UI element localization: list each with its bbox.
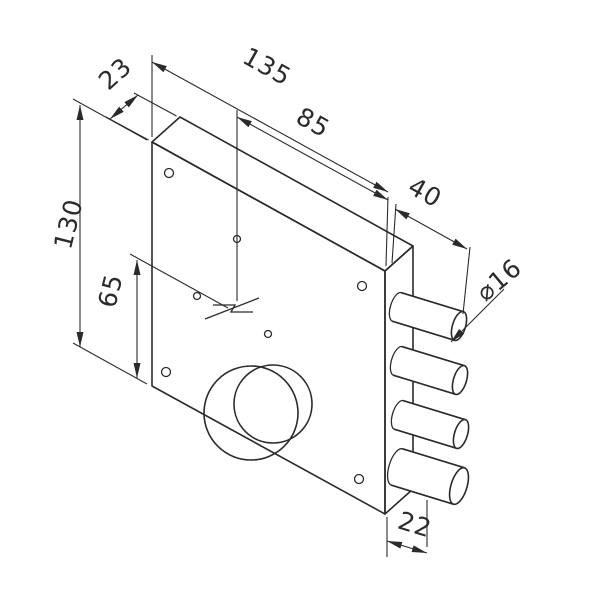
dim-line: [109, 94, 139, 120]
deadbolt-pins: [386, 291, 470, 506]
screw-holes: [160, 167, 368, 485]
ext-line: [133, 92, 177, 117]
keyhole-diagonal: [204, 297, 260, 320]
pin-4-top-edge: [401, 447, 466, 469]
leader-line: [450, 288, 505, 343]
deadbolt-pin-2: [389, 345, 469, 396]
ext-line: [462, 246, 471, 315]
dimensions: 135 23 85 40 130: [48, 42, 527, 557]
pin-2-body: [393, 346, 465, 395]
lock-front-face: [151, 141, 386, 515]
dim-label-bolt-diameter: ⌀16: [471, 253, 528, 307]
deadbolt-pin-1: [388, 291, 468, 342]
deadbolt-pin-4: [386, 447, 470, 506]
dim-label-bolt-offset: 22: [395, 506, 436, 544]
lock-top-face: [151, 116, 414, 272]
pin-1-top-edge: [400, 291, 465, 313]
pin-3-top-edge: [402, 399, 467, 421]
dim-label-overall-width: 135: [238, 42, 296, 92]
lock-body: [151, 116, 414, 515]
dim-label-bolt-length: 40: [403, 172, 447, 214]
screw-hole-top-right: [356, 280, 368, 292]
dim-line: [236, 116, 389, 201]
pin-2-top-edge: [401, 345, 466, 367]
ext-line: [72, 342, 148, 385]
dim-line: [394, 208, 468, 250]
pin-2-bottom-edge: [392, 374, 457, 396]
dim-line: [386, 540, 428, 554]
dimension-overall-height: 130: [48, 98, 148, 385]
pin-1-bottom-edge: [391, 320, 456, 342]
dim-label-keyhole-width: 85: [291, 102, 335, 144]
dimension-top-depth: 23: [93, 52, 177, 141]
deadbolt-pin-3: [390, 399, 470, 450]
ext-line: [72, 98, 148, 141]
dimension-keyhole-height: 65: [92, 253, 229, 378]
ext-line: [391, 203, 397, 264]
pin-2-cap: [451, 364, 469, 396]
pin-4-cap: [448, 466, 470, 506]
dim-label-top-depth: 23: [93, 52, 138, 96]
dim-label-keyhole-height: 65: [92, 271, 128, 311]
pin-3-cap: [452, 418, 470, 450]
knob-base-circle: [203, 365, 299, 461]
keyhole-follower: [204, 297, 260, 320]
pin-3-bottom-edge: [393, 428, 458, 450]
pin-4-bottom-edge: [390, 484, 455, 506]
mount-hole-right: [263, 329, 273, 339]
dimension-bolt-offset: 22: [386, 500, 436, 557]
screw-hole-bottom-right: [353, 473, 365, 485]
pin-3-body: [394, 400, 466, 449]
dimension-overall-width: 135: [151, 42, 389, 267]
screw-hole-top-left: [163, 167, 175, 179]
screw-hole-bottom-left: [160, 366, 172, 378]
mount-hole-left: [192, 291, 202, 301]
ext-line: [385, 196, 389, 267]
pin-1-body: [392, 292, 464, 341]
ext-line: [129, 253, 229, 309]
knob-front-circle: [233, 364, 313, 444]
dim-label-overall-height: 130: [48, 196, 88, 252]
knob: [203, 364, 313, 461]
